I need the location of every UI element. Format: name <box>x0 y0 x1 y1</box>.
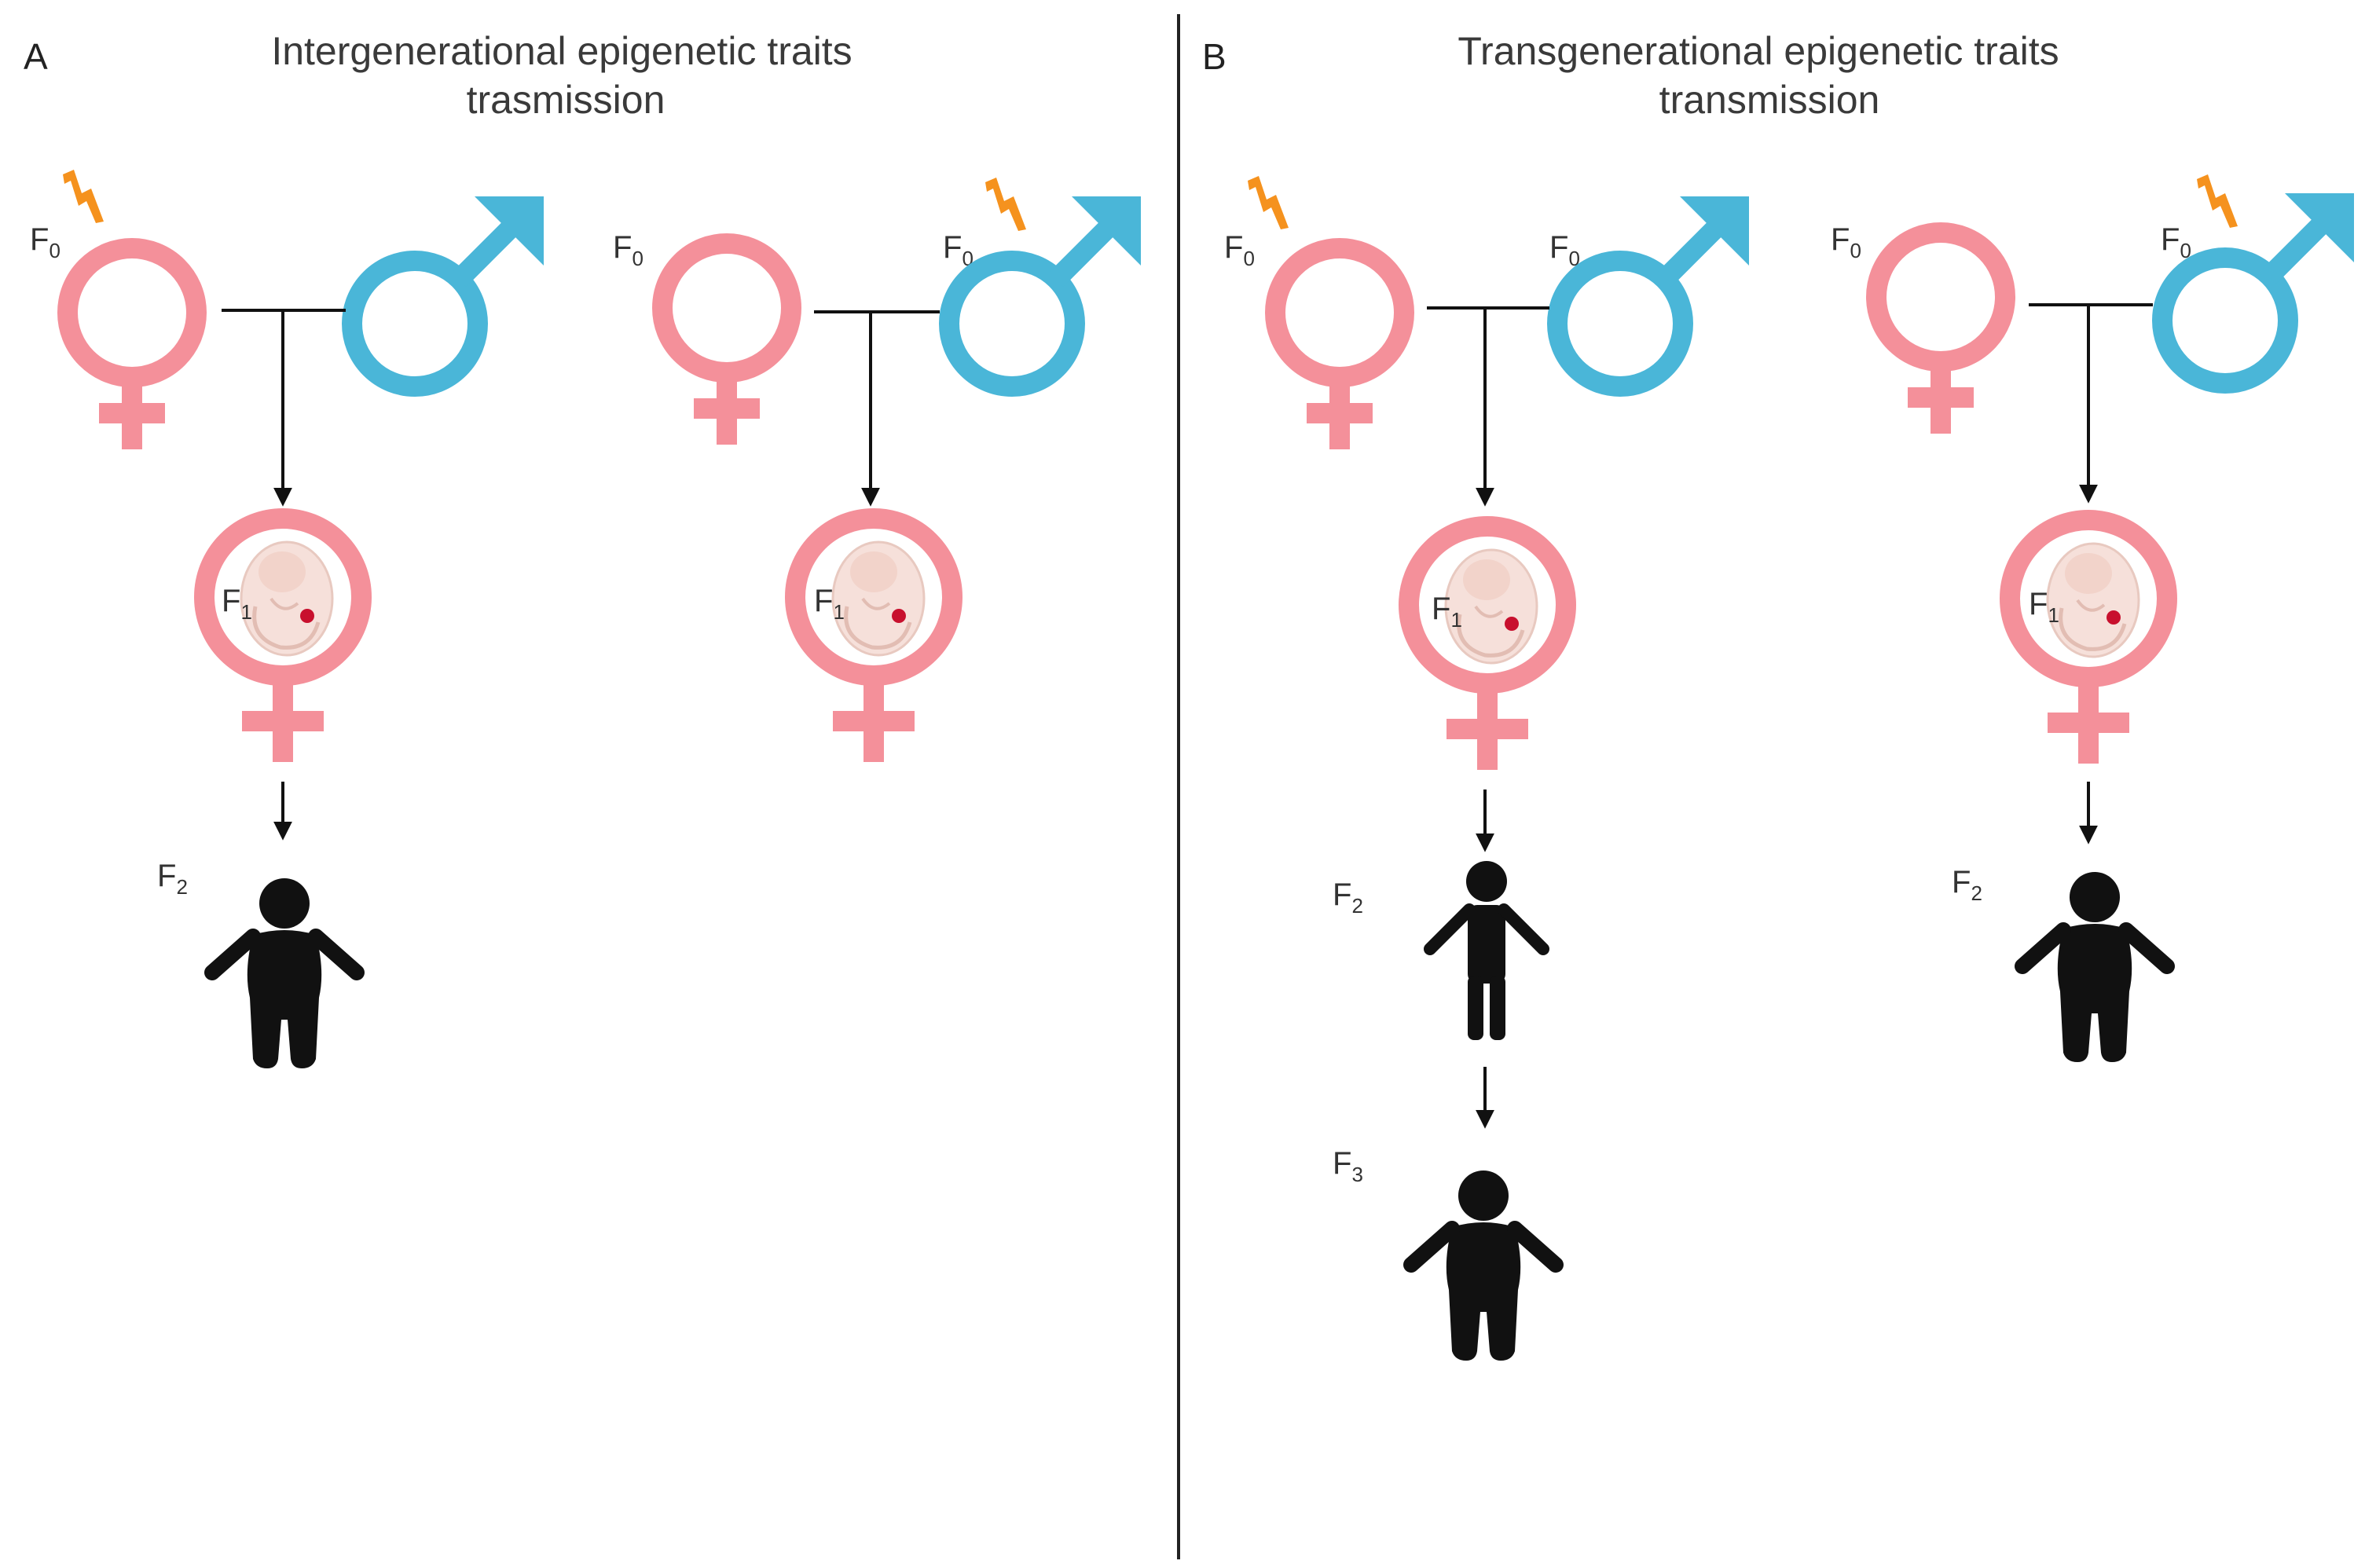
panel-a-letter: A <box>24 36 48 77</box>
generation-label-f0: F0 <box>2161 222 2191 262</box>
panel-a: A Intergenerational epigenetic traits tr… <box>24 29 1141 1068</box>
generation-label-f0: F0 <box>1549 230 1580 270</box>
female-symbol-icon <box>1275 248 1404 449</box>
panel-b: B Transgenerational epigenetic traits tr… <box>1202 29 2354 1361</box>
generation-label-f1: F1 <box>222 584 252 624</box>
lightning-icon <box>985 178 1026 231</box>
panel-a-title-line2: trasmission <box>467 78 666 122</box>
female-symbol-icon <box>662 244 791 445</box>
panel-a-title-line1: Intergenerational epigenetic traits <box>271 29 852 73</box>
child-figure-icon <box>1430 861 1543 1040</box>
generation-label-f0: F0 <box>30 222 60 262</box>
female-symbol-icon <box>1876 233 2005 434</box>
generation-label-f3: F3 <box>1333 1146 1363 1186</box>
child-figure-icon <box>2022 872 2167 1062</box>
generation-label-f2: F2 <box>157 859 188 899</box>
panel-b-letter: B <box>1202 36 1226 77</box>
generation-label-f1: F1 <box>1432 592 1462 632</box>
child-figure-icon <box>212 878 357 1068</box>
male-symbol-icon <box>949 196 1141 387</box>
fetus-icon <box>1446 550 1537 663</box>
generation-label-f1: F1 <box>2029 587 2059 627</box>
male-symbol-icon <box>352 196 544 387</box>
generation-label-f2: F2 <box>1952 865 1982 905</box>
lightning-icon <box>63 170 104 223</box>
female-symbol-icon <box>68 248 196 449</box>
generation-label-f2: F2 <box>1333 877 1363 918</box>
panel-b-title-line1: Transgenerational epigenetic traits <box>1458 29 2059 73</box>
generation-label-f1: F1 <box>814 584 845 624</box>
fetus-icon <box>833 542 924 655</box>
lightning-icon <box>2197 174 2238 228</box>
male-symbol-icon <box>1557 196 1749 387</box>
panel-b-title-line2: transmission <box>1659 78 1880 122</box>
generation-label-f0: F0 <box>943 230 974 270</box>
fetus-icon <box>241 542 332 655</box>
fetus-icon <box>2048 544 2139 657</box>
child-figure-icon <box>1411 1171 1556 1361</box>
generation-label-f0: F0 <box>1831 222 1861 262</box>
generation-label-f0: F0 <box>1224 230 1255 270</box>
generation-label-f0: F0 <box>613 230 644 270</box>
male-symbol-icon <box>2162 193 2354 383</box>
lightning-icon <box>1248 176 1289 229</box>
